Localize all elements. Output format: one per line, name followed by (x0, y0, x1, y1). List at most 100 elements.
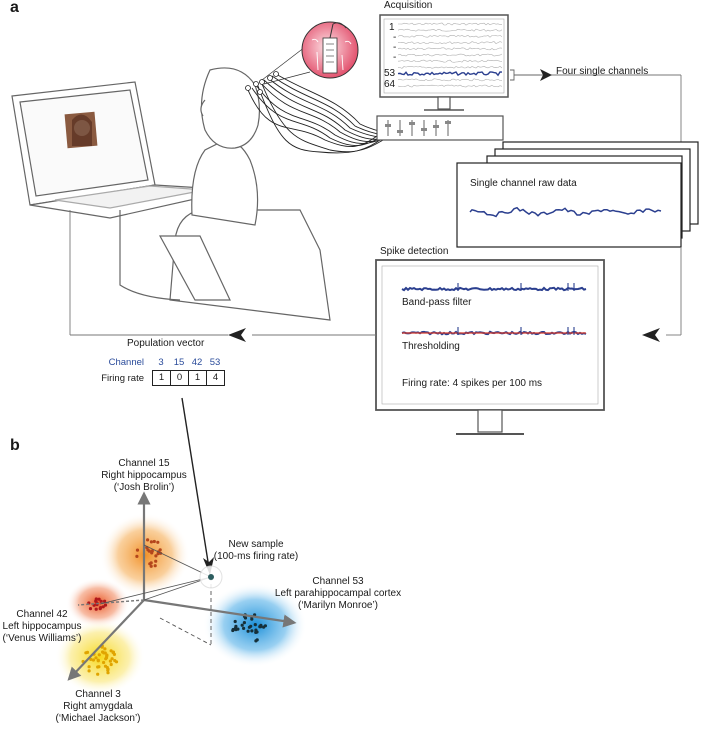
feedback-connector (69, 210, 376, 336)
ch3-cluster-dot (106, 667, 110, 671)
channel-42: 42 (191, 356, 203, 368)
ch3-cluster-dot (103, 651, 107, 655)
firing-rate-text: Firing rate: 4 spikes per 100 ms (402, 378, 543, 389)
ch15-cluster-dot (154, 559, 158, 563)
ch42-cluster-dot (94, 607, 98, 611)
ch53-cluster-dot (254, 639, 258, 643)
channel-label-dash-1: - (393, 32, 397, 43)
channel-trace (397, 65, 503, 69)
ch3-cluster-dot (97, 665, 101, 669)
rate-channel-42: 1 (189, 370, 207, 386)
ch42-channel: Channel 42 (16, 609, 68, 620)
electrode-tips (245, 71, 279, 95)
ch3-cluster-dot (102, 660, 106, 665)
bandpass-spikes (457, 283, 575, 291)
ch53-cluster-dot (253, 623, 257, 627)
highlighted-channel-trace (397, 71, 503, 77)
channel-15: 15 (173, 356, 185, 368)
ch53-cluster-dot (250, 629, 254, 633)
new-sample-point (199, 565, 223, 589)
channel-trace (397, 34, 503, 38)
raw-data-trace (469, 206, 662, 218)
channel-trace (397, 84, 503, 88)
person-illustration (119, 67, 331, 321)
ch3-cluster-dot (114, 660, 119, 664)
population-vector-title: Population vector (127, 338, 205, 349)
channel-row-label: Channel (108, 356, 144, 368)
ch3-cluster-dot (96, 658, 100, 662)
ch3-label: Channel 3 Right amygdala (‘Michael Jacks… (55, 689, 140, 725)
ch53-region: Left parahippocampal cortex (274, 588, 402, 599)
ch15-cluster-dot (149, 564, 153, 568)
ch3-cluster-dot (106, 671, 110, 675)
zoom-lines (261, 46, 311, 85)
ch53-cluster-dot (242, 626, 246, 631)
face-photo (64, 111, 98, 149)
bandpass-trace (401, 286, 587, 292)
channel-trace (398, 22, 503, 26)
ch53-cluster-dot (254, 630, 258, 635)
ch53-cluster-dot (249, 624, 253, 628)
ch42-cluster-dot (101, 605, 105, 609)
ch15-cluster-dot (148, 562, 152, 566)
channel-label-dash-3: - (393, 52, 397, 63)
channel-label-dash-2: - (393, 42, 397, 53)
ch3-cluster-dot (87, 665, 91, 669)
ch42-cluster-dot (97, 597, 101, 601)
new-sample-subtitle: (100-ms firing rate) (213, 551, 299, 562)
ch3-cluster-dot (91, 658, 95, 662)
ch3-cluster-dot (87, 669, 91, 673)
cluster-dots (81, 538, 267, 676)
ch42-cluster-dot (103, 599, 107, 603)
ch42-person: (‘Venus Williams’) (2, 633, 82, 644)
new-sample-label: New sample (100-ms firing rate) (214, 539, 298, 563)
channel-label-64: 64 (384, 79, 396, 90)
ch42-cluster-dot (99, 599, 103, 604)
ch53-cluster-dot (263, 624, 267, 628)
panel-label-b: b (10, 437, 20, 454)
ch15-cluster-dot (158, 548, 162, 552)
spike-detection-title: Spike detection (380, 246, 449, 257)
acquisition-traces (397, 22, 503, 88)
ch3-region: Right amygdala (63, 701, 133, 712)
rate-channel-3: 1 (152, 370, 171, 386)
electrode-zoom-circle (301, 21, 359, 79)
ch15-cluster-dot (152, 539, 156, 544)
ch3-cluster-dot (109, 662, 113, 667)
ch53-cluster-dot (240, 623, 244, 627)
thresholding-label: Thresholding (402, 341, 460, 352)
ch15-cluster-dot (153, 564, 157, 568)
threshold-spikes (457, 327, 575, 335)
ch53-channel: Channel 53 (312, 576, 364, 587)
ch42-cluster-dot (88, 607, 93, 611)
ch3-cluster-dot (109, 649, 113, 653)
ch53-label: Channel 53 Left parahippocampal cortex (… (275, 576, 401, 612)
ch42-cluster-dot (99, 606, 103, 610)
ch15-person: (‘Josh Brolin’) (113, 482, 175, 493)
ch3-cluster-dot (104, 657, 108, 661)
ch53-cluster-dot (236, 627, 240, 631)
ch3-cluster-dot (110, 657, 114, 661)
population-to-sample-arrow (181, 397, 210, 569)
channel-trace (397, 78, 503, 82)
ch42-cluster-dot (94, 599, 98, 603)
arrow-into-spike-detection (642, 328, 660, 342)
ch53-cluster-dot (246, 629, 250, 633)
ch42-label: Channel 42 Left hippocampus (‘Venus Will… (3, 609, 82, 645)
arrow-to-population-vector (228, 328, 246, 342)
channel-trace (397, 53, 503, 57)
stack-to-spike-connector (666, 247, 682, 336)
channel-label-1: 1 (389, 22, 395, 33)
ch15-region: Right hippocampus (101, 470, 187, 481)
rate-channel-53: 4 (207, 370, 225, 386)
channel-3: 3 (158, 356, 164, 368)
acquisition-title: Acquisition (384, 0, 433, 11)
ch53-cluster-dot (233, 619, 237, 624)
ch15-cluster-dot (150, 549, 154, 553)
population-vector-table: Channel 3 15 42 53 Firing rate 1 0 1 4 (82, 355, 225, 386)
ch3-cluster-dot (94, 656, 98, 660)
ch15-channel: Channel 15 (118, 458, 170, 469)
projection-lines (99, 544, 212, 646)
ch53-person: (‘Marilyn Monroe’) (297, 600, 378, 611)
